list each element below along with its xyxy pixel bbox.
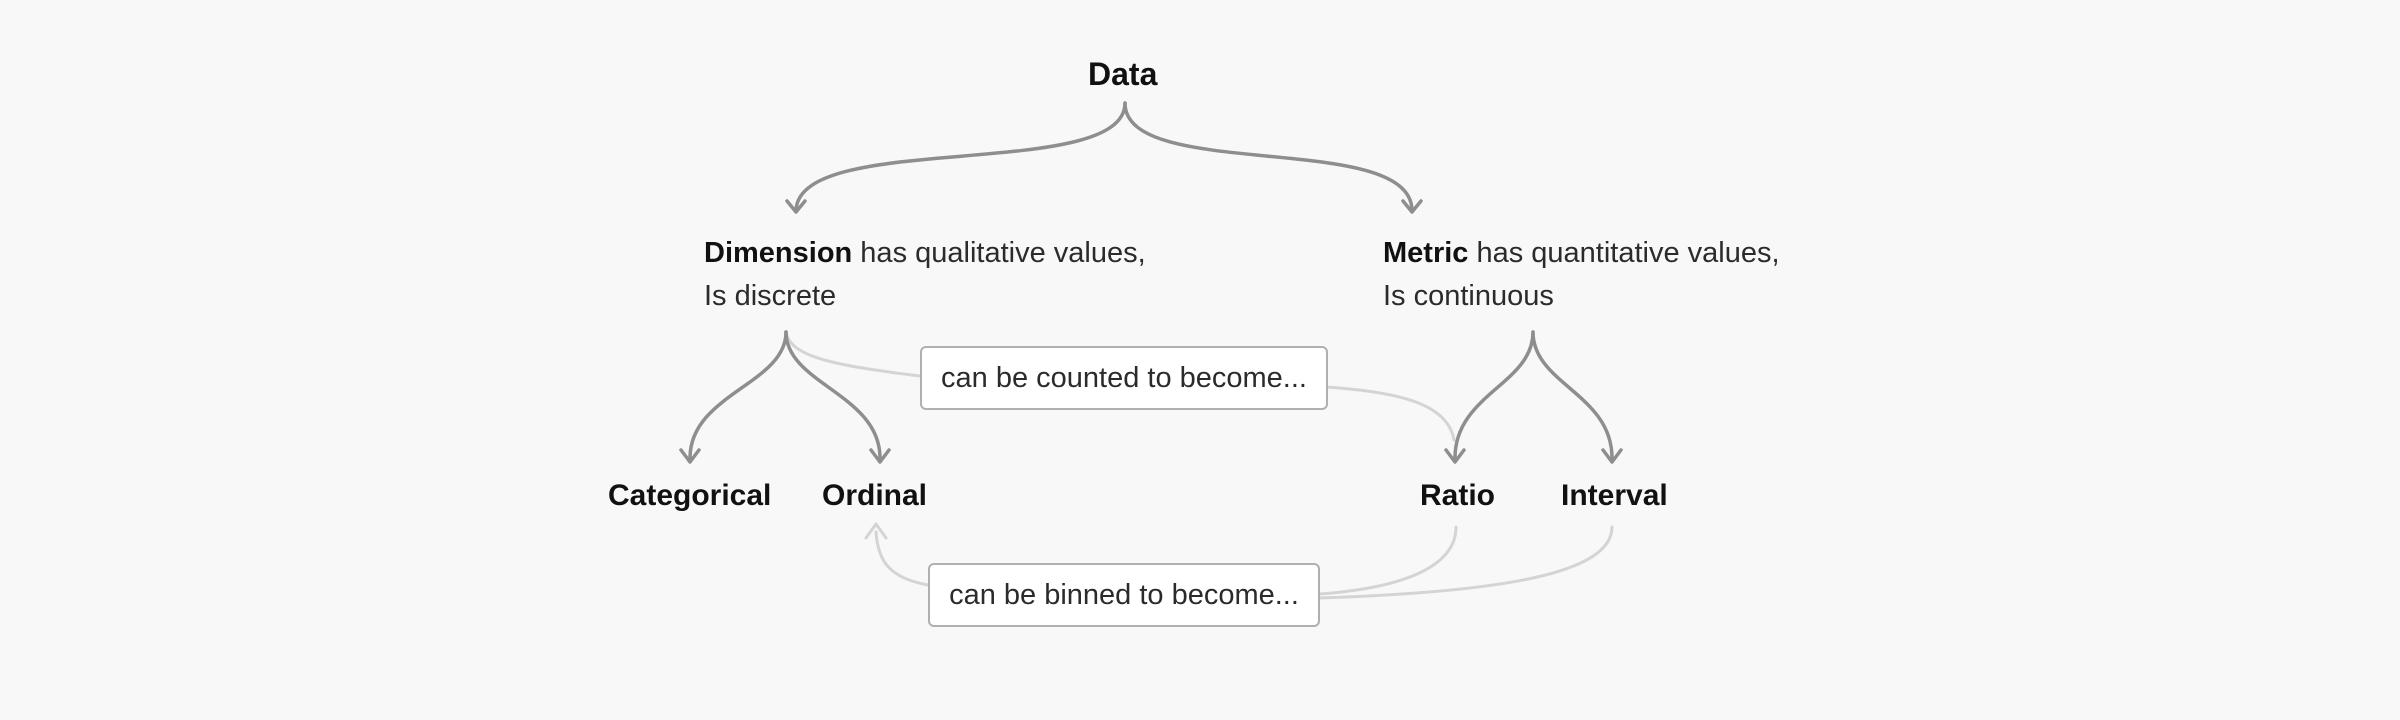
metric-line-2: Is continuous [1383, 280, 1554, 312]
categorical-arrowhead [679, 448, 701, 464]
ordinal-label: Ordinal [822, 479, 928, 512]
dimension-term: Dimension [704, 237, 853, 269]
counted-connector-to-ratio [1324, 385, 1456, 442]
ratio-arrowhead [1444, 448, 1466, 464]
dimension-to-categorical-connector [688, 330, 788, 460]
counted-relation-text: can be counted to become... [941, 361, 1307, 394]
counted-connector-from-dimension [784, 330, 922, 378]
dimension-description: Dimension has qualitative values, Is dis… [704, 232, 1146, 318]
metric-line-1: Metric has quantitative values, [1383, 232, 1780, 275]
data-root-label: Data [1088, 56, 1158, 92]
metric-arrowhead [1401, 199, 1423, 214]
metric-to-ratio-connector [1453, 330, 1535, 460]
binned-connector-from-interval [1318, 525, 1614, 600]
dimension-to-ordinal-connector [784, 330, 882, 460]
metric-description: Metric has quantitative values, Is conti… [1383, 232, 1780, 318]
categorical-label: Categorical [608, 479, 772, 512]
ordinal-arrowhead-light [864, 522, 888, 540]
counted-relation-box: can be counted to become... [920, 346, 1328, 410]
interval-label: Interval [1561, 479, 1668, 512]
dimension-qualifier: has qualitative values, [852, 237, 1146, 269]
binned-relation-text: can be binned to become... [949, 578, 1299, 611]
binned-connector-from-ratio [1318, 525, 1458, 596]
data-to-metric-connector [1123, 101, 1414, 212]
metric-qualifier: has quantitative values, [1468, 237, 1780, 269]
dimension-arrowhead [785, 199, 807, 214]
metric-term: Metric [1383, 237, 1469, 269]
data-to-dimension-connector [794, 101, 1127, 212]
ordinal-arrowhead [869, 448, 891, 464]
dimension-line-2: Is discrete [704, 280, 837, 312]
interval-arrowhead [1601, 448, 1623, 464]
binned-relation-box: can be binned to become... [928, 563, 1320, 627]
metric-to-interval-connector [1531, 330, 1614, 460]
dimension-line-1: Dimension has qualitative values, [704, 232, 1146, 275]
binned-connector-to-ordinal [874, 530, 930, 587]
ratio-label: Ratio [1420, 479, 1495, 512]
